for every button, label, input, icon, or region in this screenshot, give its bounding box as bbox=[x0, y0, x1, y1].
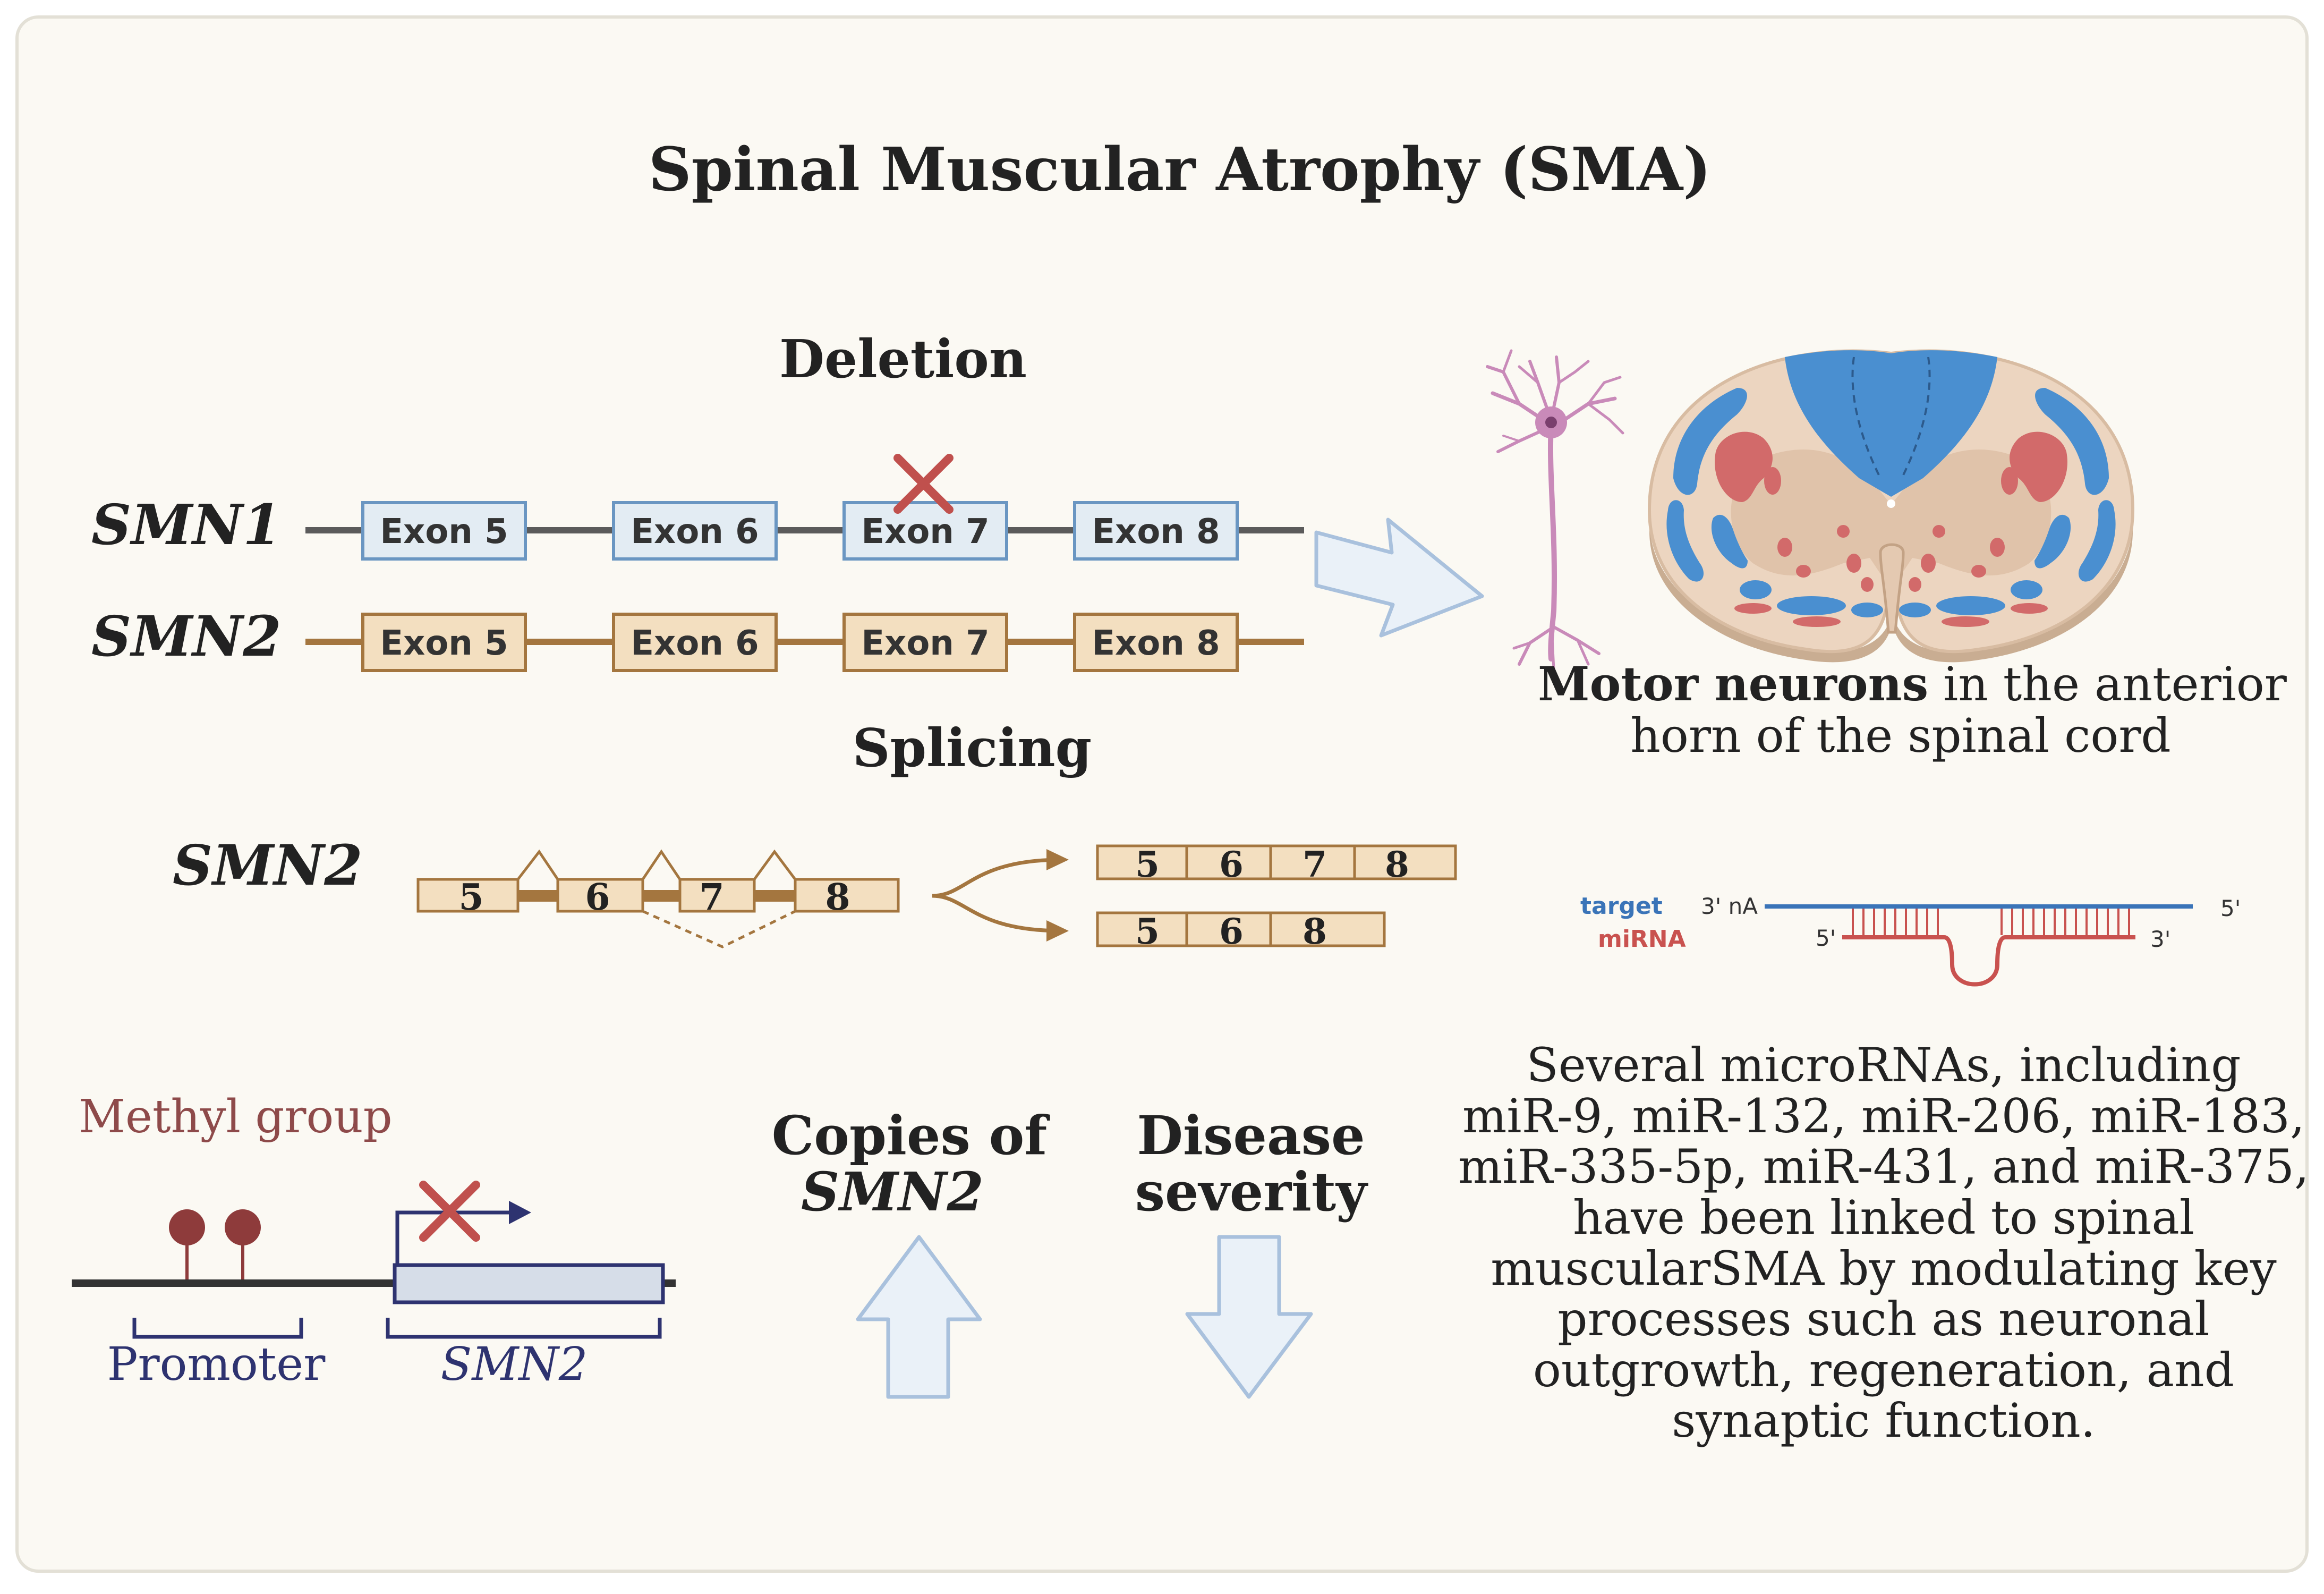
exon7-skipped-transcript: 5 6 8 bbox=[1096, 911, 1386, 952]
mirna-text-line-1: Several microRNAs, including bbox=[1526, 1038, 2241, 1092]
full-length-transcript: 5 6 7 8 bbox=[1096, 844, 1457, 885]
methyl-lollipop-1-icon bbox=[169, 1209, 205, 1279]
pre-mrna-exon-6-label: 6 bbox=[585, 876, 610, 919]
smn1-exon-7: Exon 7 bbox=[842, 501, 1008, 561]
exon-7-skip-junction bbox=[642, 910, 796, 948]
copies-up-arrow-icon bbox=[856, 1235, 982, 1399]
pre-mrna-exon-8-label: 8 bbox=[825, 876, 850, 919]
smn1-exon-5-label: Exon 5 bbox=[380, 512, 508, 552]
smn1-exon-5: Exon 5 bbox=[361, 501, 527, 561]
motor-neurons-caption-bold: Motor neurons bbox=[1538, 656, 1928, 711]
smn2-gene-label: SMN2 bbox=[91, 604, 282, 669]
copies-label-line-1: Copies of bbox=[772, 1104, 1051, 1167]
pre-mrna-exon-5-label: 5 bbox=[458, 876, 483, 919]
smn1-exon-6-label: Exon 6 bbox=[631, 512, 759, 552]
smn2-exon-5-label: Exon 5 bbox=[380, 624, 508, 663]
motor-neurons-caption-rest: in the anterior bbox=[1928, 657, 2287, 711]
severity-label-line-2: severity bbox=[1135, 1160, 1369, 1223]
target-5prime-label: 5' bbox=[2220, 895, 2241, 921]
target-3prime-label: 3' nA bbox=[1701, 893, 1758, 919]
mirna-text-line-4: have been linked to spinal bbox=[1573, 1190, 2194, 1245]
smn2-exon-6: Exon 6 bbox=[612, 613, 778, 672]
mirna-label: miRNA bbox=[1598, 926, 1686, 953]
transcription-blocked-cross-icon bbox=[419, 1181, 480, 1242]
spinal-cord-icon bbox=[1647, 349, 2135, 663]
full-transcript-exon-8: 8 bbox=[1385, 844, 1409, 885]
smn2-exon-5: Exon 5 bbox=[361, 613, 527, 672]
severity-down-arrow-icon bbox=[1185, 1235, 1313, 1399]
figure-title: Spinal Muscular Atrophy (SMA) bbox=[649, 135, 1711, 205]
pre-mrna-exon-6: 6 bbox=[556, 876, 644, 919]
supplementary-base-pairs bbox=[2000, 909, 2130, 935]
smn1-gene-label: SMN1 bbox=[91, 492, 282, 557]
mirna-text-line-3: miR-335-5p, miR-431, and miR-375, bbox=[1458, 1139, 2309, 1194]
pre-mrna-exon-8: 8 bbox=[794, 876, 900, 919]
splice-junction-5-6 bbox=[517, 849, 559, 880]
mirna-5prime-label: 5' bbox=[1816, 925, 1836, 951]
methylation-smn2-label: SMN2 bbox=[441, 1338, 588, 1391]
pre-mrna-exon-7-label: 7 bbox=[699, 876, 724, 919]
smn2-exon-8: Exon 8 bbox=[1073, 613, 1239, 672]
methyl-lollipop-2-icon bbox=[225, 1209, 261, 1279]
splicing-gene-label: SMN2 bbox=[173, 833, 363, 898]
copies-label-line-2: SMN2 bbox=[801, 1160, 984, 1223]
full-transcript-exon-5: 5 bbox=[1135, 844, 1160, 885]
smn1-exon-8-label: Exon 8 bbox=[1092, 512, 1220, 552]
smn2-exon-6-label: Exon 6 bbox=[631, 624, 759, 663]
smn2-gene-body bbox=[393, 1263, 665, 1304]
smn1-exon-8: Exon 8 bbox=[1073, 501, 1239, 561]
mirna-text-line-6: processes such as neuronal bbox=[1557, 1292, 2209, 1346]
splicing-fork-arrow-icon bbox=[932, 849, 1069, 942]
full-transcript-exon-6: 6 bbox=[1219, 844, 1244, 885]
smn2-exon-7-label: Exon 7 bbox=[861, 624, 989, 663]
mirna-text-line-7: outgrowth, regeneration, and bbox=[1533, 1343, 2234, 1397]
neuron-nucleus bbox=[1545, 417, 1557, 428]
splice-junction-7-8 bbox=[753, 849, 796, 880]
transcription-start-arrow-icon bbox=[395, 1201, 531, 1265]
methyl-group-label: Methyl group bbox=[79, 1090, 393, 1143]
motor-neurons-caption-line-1: Motor neurons in the anterior bbox=[1538, 656, 2287, 711]
mirna-description: Several microRNAs, including miR-9, miR-… bbox=[1458, 1038, 2309, 1448]
deletion-cross-icon bbox=[893, 454, 954, 514]
pre-mrna-exon-7: 7 bbox=[678, 876, 756, 919]
pre-mrna: 5 6 7 8 bbox=[416, 849, 900, 948]
mirna-text-line-8: synaptic function. bbox=[1672, 1393, 2095, 1448]
seed-base-pairs bbox=[1852, 909, 1939, 935]
promoter-label: Promoter bbox=[107, 1338, 326, 1391]
motor-neurons-caption-line-2: horn of the spinal cord bbox=[1630, 708, 2171, 763]
smn1-exon-6: Exon 6 bbox=[612, 501, 778, 561]
smn2-exon-7: Exon 7 bbox=[842, 613, 1008, 672]
skipped-transcript-exon-5: 5 bbox=[1135, 911, 1160, 952]
smn1-exon-7-label: Exon 7 bbox=[861, 512, 989, 552]
skipped-transcript-exon-6: 6 bbox=[1219, 911, 1244, 952]
mirna-strand bbox=[1842, 935, 2135, 987]
target-label: target bbox=[1580, 893, 1663, 920]
deletion-heading: Deletion bbox=[779, 329, 1027, 390]
smn2-exon-8-label: Exon 8 bbox=[1092, 624, 1220, 663]
mirna-3prime-label: 3' bbox=[2150, 926, 2170, 952]
deletion-to-neurons-arrow-icon bbox=[1314, 518, 1484, 638]
mirna-binding-diagram: target miRNA 3' nA 5' 5' 3' bbox=[1580, 893, 2241, 987]
promoter-bracket bbox=[132, 1318, 303, 1339]
splicing-heading: Splicing bbox=[853, 718, 1092, 779]
mirna-text-line-2: miR-9, miR-132, miR-206, miR-183, bbox=[1462, 1089, 2305, 1143]
full-transcript-exon-7: 7 bbox=[1303, 844, 1327, 885]
severity-label-line-1: Disease bbox=[1137, 1104, 1365, 1167]
pre-mrna-exon-5: 5 bbox=[416, 876, 520, 919]
smn2-bracket bbox=[386, 1318, 662, 1339]
skipped-transcript-exon-8: 8 bbox=[1303, 911, 1327, 952]
splice-junction-6-7 bbox=[641, 849, 682, 880]
mirna-text-line-5: muscularSMA by modulating key bbox=[1491, 1241, 2277, 1296]
